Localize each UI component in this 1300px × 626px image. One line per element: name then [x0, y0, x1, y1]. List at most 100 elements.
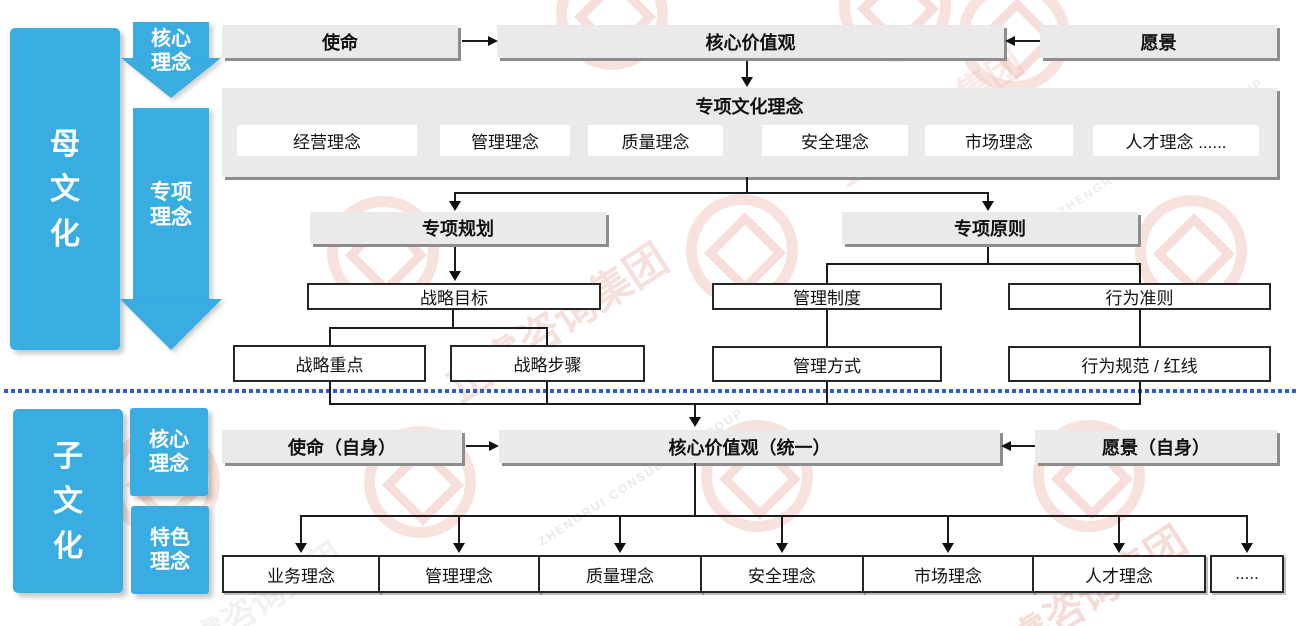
node-label: 人才理念 ......: [1125, 133, 1227, 152]
connector: [746, 177, 748, 192]
node-quality-idea: 质量理念: [588, 125, 723, 156]
connector: [781, 515, 783, 543]
node-management-idea: 管理理念: [440, 125, 570, 156]
node-core-values: 核心价值观: [497, 25, 1004, 58]
node-market-idea-child: 市场理念: [862, 555, 1034, 593]
connector: [546, 327, 548, 345]
connector: [329, 382, 331, 403]
node-mission-self: 使命（自身）: [222, 430, 462, 463]
node-safety-idea-child: 安全理念: [700, 555, 864, 593]
node-label: 核心价值观（统一）: [668, 437, 831, 458]
child-culture-label: 子文化: [53, 439, 83, 563]
child-core-idea-box: 核心理念: [130, 408, 208, 496]
node-label: 专项原则: [954, 219, 1026, 239]
arrowhead-down-icon: [453, 543, 465, 553]
node-mission: 使命: [222, 25, 458, 58]
connector: [300, 515, 1248, 517]
arrowhead-down-icon: [449, 201, 461, 211]
connector: [462, 40, 489, 42]
special-idea-arrow: [133, 108, 209, 300]
node-management-system: 管理制度: [712, 283, 942, 310]
arrowhead-down-icon: [982, 201, 994, 211]
node-special-planning: 专项规划: [310, 212, 606, 244]
arrowhead-down-icon: [449, 271, 461, 281]
node-label: 管理理念: [471, 133, 539, 152]
node-label: 战略目标: [420, 289, 488, 308]
special-idea-label: 专项理念: [150, 181, 192, 230]
child-special-idea-label: 特色理念: [150, 527, 190, 573]
node-label: .....: [1235, 564, 1259, 583]
node-management-idea-child: 管理理念: [378, 555, 540, 593]
connector: [947, 515, 949, 543]
connector: [1246, 515, 1248, 543]
core-idea-arrow: [133, 22, 209, 59]
connector: [694, 403, 696, 417]
connector: [619, 515, 621, 543]
special-culture-title: 专项文化理念: [695, 97, 804, 117]
arrowhead-right-icon: [488, 36, 498, 46]
node-vision-self: 愿景（自身）: [1035, 430, 1277, 463]
connector: [329, 327, 331, 345]
connector: [1139, 263, 1141, 283]
node-conduct-norms: 行为规范 / 红线: [1008, 346, 1271, 382]
connector: [826, 263, 1141, 265]
connector: [1010, 445, 1035, 447]
connector: [1118, 515, 1120, 543]
node-safety-idea: 安全理念: [762, 125, 908, 156]
connector: [1139, 310, 1141, 346]
node-label: 管理方式: [793, 356, 861, 376]
node-core-values-unified: 核心价值观（统一）: [499, 430, 1000, 463]
connector: [466, 445, 490, 447]
node-vision-label: 愿景: [1140, 32, 1177, 53]
node-label: 质量理念: [621, 133, 690, 152]
connector: [826, 263, 828, 283]
node-business-idea-child: 业务理念: [222, 555, 380, 593]
connector: [300, 515, 302, 543]
connector: [1139, 382, 1141, 403]
node-label: 质量理念: [586, 566, 654, 586]
node-core-values-label: 核心价值观: [705, 32, 796, 53]
core-idea-arrowhead-icon: [121, 58, 221, 98]
arrowhead-down-icon: [776, 543, 788, 553]
node-label: 安全理念: [748, 566, 816, 586]
arrowhead-down-icon: [1113, 543, 1125, 553]
special-idea-arrowhead-icon: [120, 299, 222, 350]
arrowhead-left-icon: [1005, 36, 1015, 46]
connector: [694, 463, 696, 515]
connector: [454, 192, 456, 202]
connector: [458, 515, 460, 543]
node-label: 专项规划: [422, 219, 494, 239]
core-idea-label: 核心理念: [151, 28, 191, 74]
node-label: 使命（自身）: [288, 437, 396, 458]
connector: [329, 327, 548, 329]
child-culture-bar: 子文化: [13, 409, 123, 593]
connector: [546, 382, 548, 403]
node-special-principle: 专项原则: [842, 212, 1138, 244]
node-label: 行为准则: [1105, 289, 1174, 308]
node-management-method: 管理方式: [712, 346, 942, 382]
arrowhead-down-icon: [1241, 543, 1253, 553]
node-label: 战略重点: [295, 356, 364, 375]
node-vision: 愿景: [1040, 25, 1277, 58]
node-label: 行为规范 / 红线: [1081, 356, 1198, 376]
parent-culture-bar: 母文化: [10, 28, 120, 350]
connector: [454, 247, 456, 271]
node-business-idea: 经营理念: [237, 125, 417, 156]
arrowhead-left-icon: [1001, 441, 1011, 451]
node-label: 管理理念: [425, 566, 493, 586]
node-conduct-code: 行为准则: [1008, 283, 1271, 310]
node-label: 安全理念: [801, 133, 869, 152]
node-mission-label: 使命: [322, 32, 358, 53]
connector: [826, 382, 828, 403]
watermark-subtext: ZHENGRUI CONSULTING GROUP: [535, 405, 747, 549]
node-quality-idea-child: 质量理念: [538, 555, 702, 593]
node-label: 战略步骤: [513, 356, 582, 375]
node-talent-idea-child: 人才理念: [1032, 555, 1206, 593]
arrowhead-down-icon: [614, 543, 626, 553]
child-special-idea-box: 特色理念: [131, 506, 209, 594]
node-label: 业务理念: [267, 566, 335, 586]
section-divider: [4, 389, 1296, 393]
connector: [826, 310, 828, 346]
connector: [746, 61, 748, 78]
